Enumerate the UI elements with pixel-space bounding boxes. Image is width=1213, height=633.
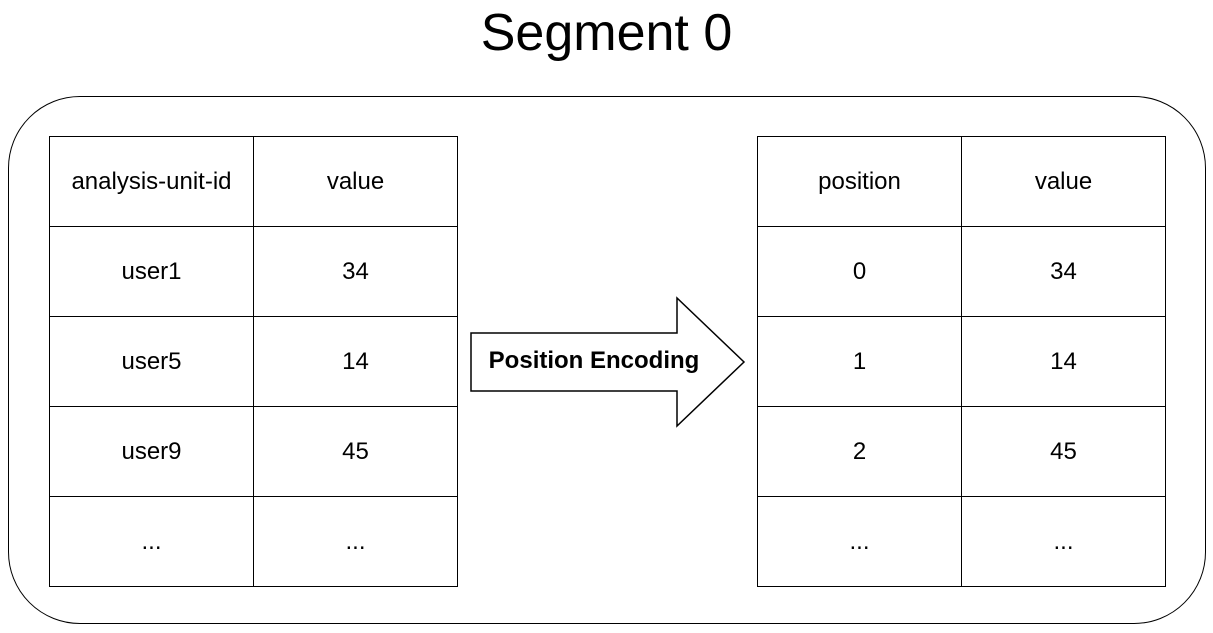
header-cell-analysis-unit-id: analysis-unit-id bbox=[49, 136, 254, 227]
arrow-label: Position Encoding bbox=[488, 347, 700, 374]
header-cell-value: value bbox=[253, 136, 458, 227]
table-row: user9 45 bbox=[49, 406, 458, 497]
cell-value: 14 bbox=[961, 316, 1166, 407]
cell-value: 45 bbox=[961, 406, 1166, 497]
right-arrow-icon bbox=[470, 296, 746, 428]
table-row: 2 45 bbox=[757, 406, 1166, 497]
table-row: 1 14 bbox=[757, 316, 1166, 407]
cell-position: 1 bbox=[757, 316, 962, 407]
cell-value: 14 bbox=[253, 316, 458, 407]
cell-value: ... bbox=[961, 496, 1166, 587]
cell-analysis-unit-id: user9 bbox=[49, 406, 254, 497]
table-header-row: position value bbox=[757, 136, 1166, 227]
table-row: 0 34 bbox=[757, 226, 1166, 317]
diagram-title: Segment 0 bbox=[480, 4, 733, 62]
header-cell-position: position bbox=[757, 136, 962, 227]
table-row: ... ... bbox=[49, 496, 458, 587]
table-row: user5 14 bbox=[49, 316, 458, 407]
header-cell-value: value bbox=[961, 136, 1166, 227]
cell-value: 34 bbox=[253, 226, 458, 317]
source-table: analysis-unit-id value user1 34 user5 14… bbox=[49, 136, 458, 587]
table-row: user1 34 bbox=[49, 226, 458, 317]
cell-value: ... bbox=[253, 496, 458, 587]
segment-container bbox=[8, 96, 1206, 624]
cell-position: 2 bbox=[757, 406, 962, 497]
cell-analysis-unit-id: ... bbox=[49, 496, 254, 587]
cell-analysis-unit-id: user1 bbox=[49, 226, 254, 317]
table-header-row: analysis-unit-id value bbox=[49, 136, 458, 227]
cell-value: 45 bbox=[253, 406, 458, 497]
cell-value: 34 bbox=[961, 226, 1166, 317]
cell-position: 0 bbox=[757, 226, 962, 317]
cell-position: ... bbox=[757, 496, 962, 587]
table-row: ... ... bbox=[757, 496, 1166, 587]
cell-analysis-unit-id: user5 bbox=[49, 316, 254, 407]
encoded-table: position value 0 34 1 14 2 45 ... ... bbox=[757, 136, 1166, 587]
